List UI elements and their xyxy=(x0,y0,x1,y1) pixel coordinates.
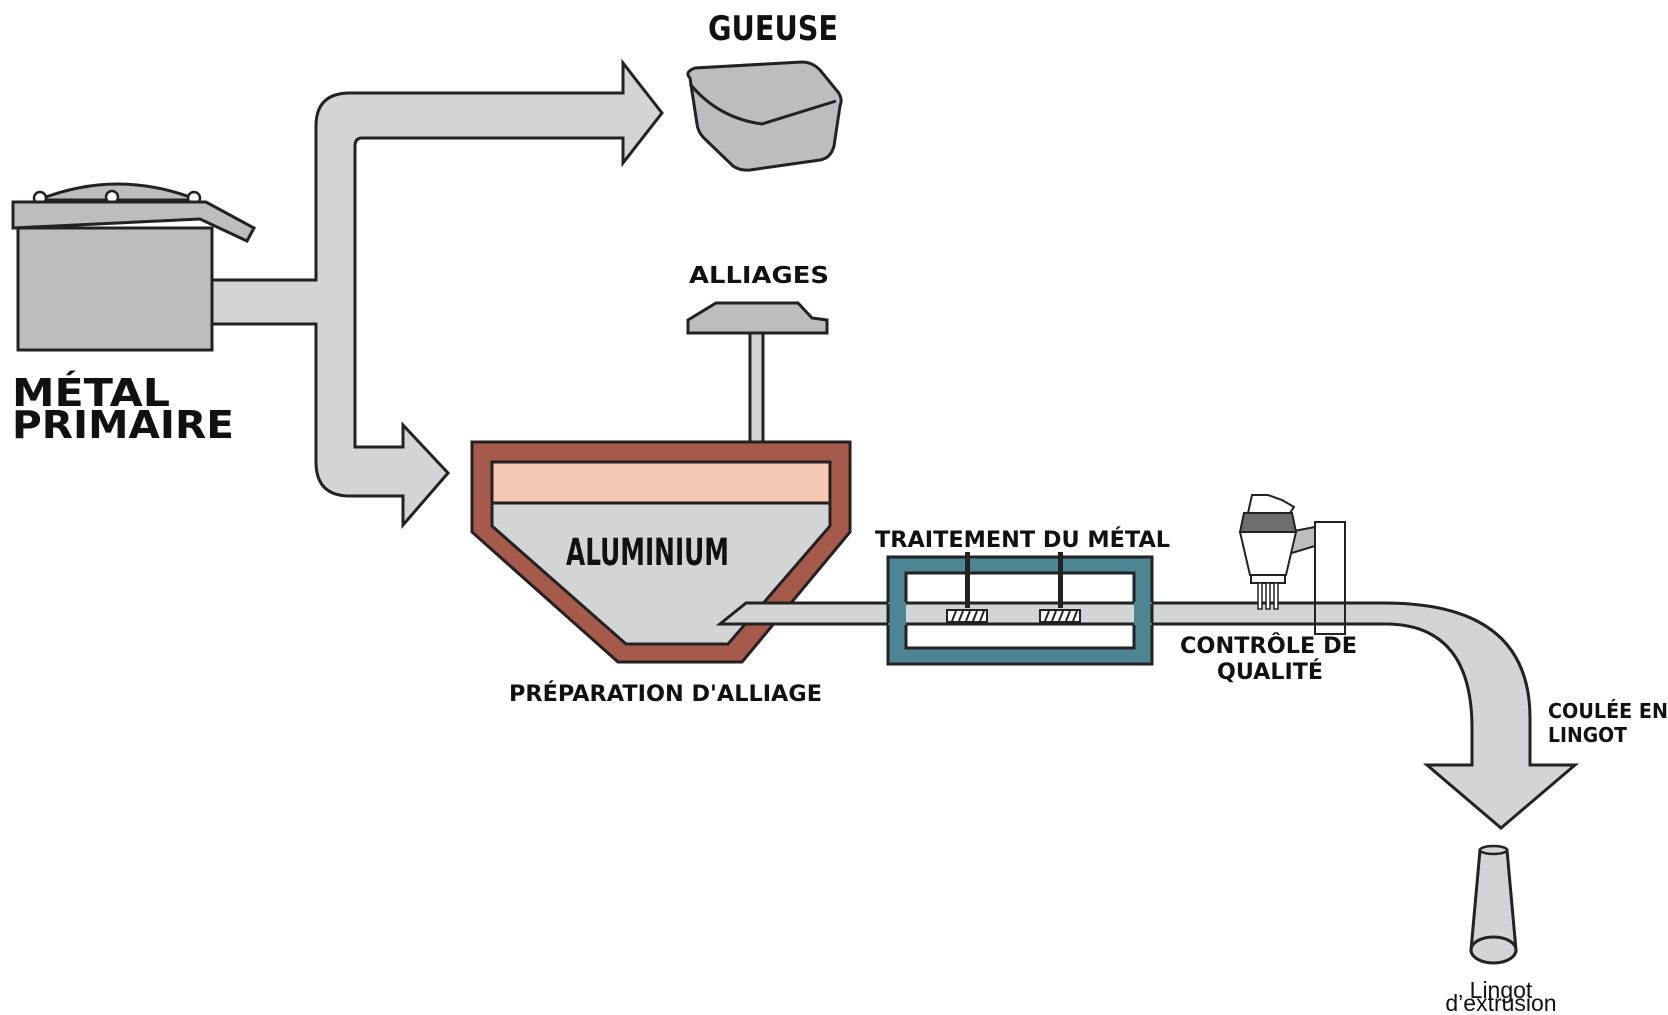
treatment-rotor xyxy=(946,552,988,623)
label-coulee-lingot-line2: LINGOT xyxy=(1548,723,1627,747)
label-traitement-metal: TRAITEMENT DU MÉTAL xyxy=(875,527,1170,553)
label-gueuse: GUEUSE xyxy=(708,9,838,49)
label-controle-qualite-line1: CONTRÔLE DE xyxy=(1180,633,1357,659)
label-lingot-extrusion-line2: d’extrusion xyxy=(1445,990,1556,1015)
label-preparation-alliage: PRÉPARATION D'ALLIAGE xyxy=(509,681,822,707)
label-coulee-lingot-line1: COULÉE EN xyxy=(1548,699,1668,723)
label-aluminium: ALUMINIUM xyxy=(566,531,729,574)
furnace-molten-surface xyxy=(490,460,832,505)
primary-metal-machine xyxy=(11,182,257,352)
quality-control-sensor-icon xyxy=(1238,494,1316,610)
machine-body xyxy=(16,226,214,352)
label-metal-primaire-line1: MÉTAL xyxy=(12,371,170,415)
casting-flow-pipe xyxy=(715,601,1580,830)
alliages-hopper xyxy=(686,301,829,335)
label-metal-primaire-line2: PRIMAIRE xyxy=(12,403,234,447)
label-lingot-extrusion-line1: Lingot xyxy=(1470,977,1533,1003)
label-controle-qualite-line2: QUALITÉ xyxy=(1217,659,1323,685)
treatment-rotor xyxy=(1039,552,1081,623)
gueuse-ingot-icon xyxy=(686,60,843,172)
machine-lid xyxy=(11,200,257,243)
extrusion-ingot-icon xyxy=(1469,844,1518,965)
label-alliages: ALLIAGES xyxy=(689,263,829,289)
primary-metal-flow-arrows xyxy=(210,58,664,530)
